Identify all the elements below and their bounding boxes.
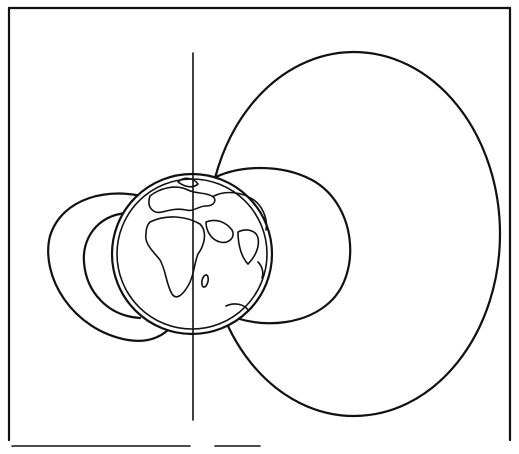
diagram-canvas [0, 0, 519, 454]
